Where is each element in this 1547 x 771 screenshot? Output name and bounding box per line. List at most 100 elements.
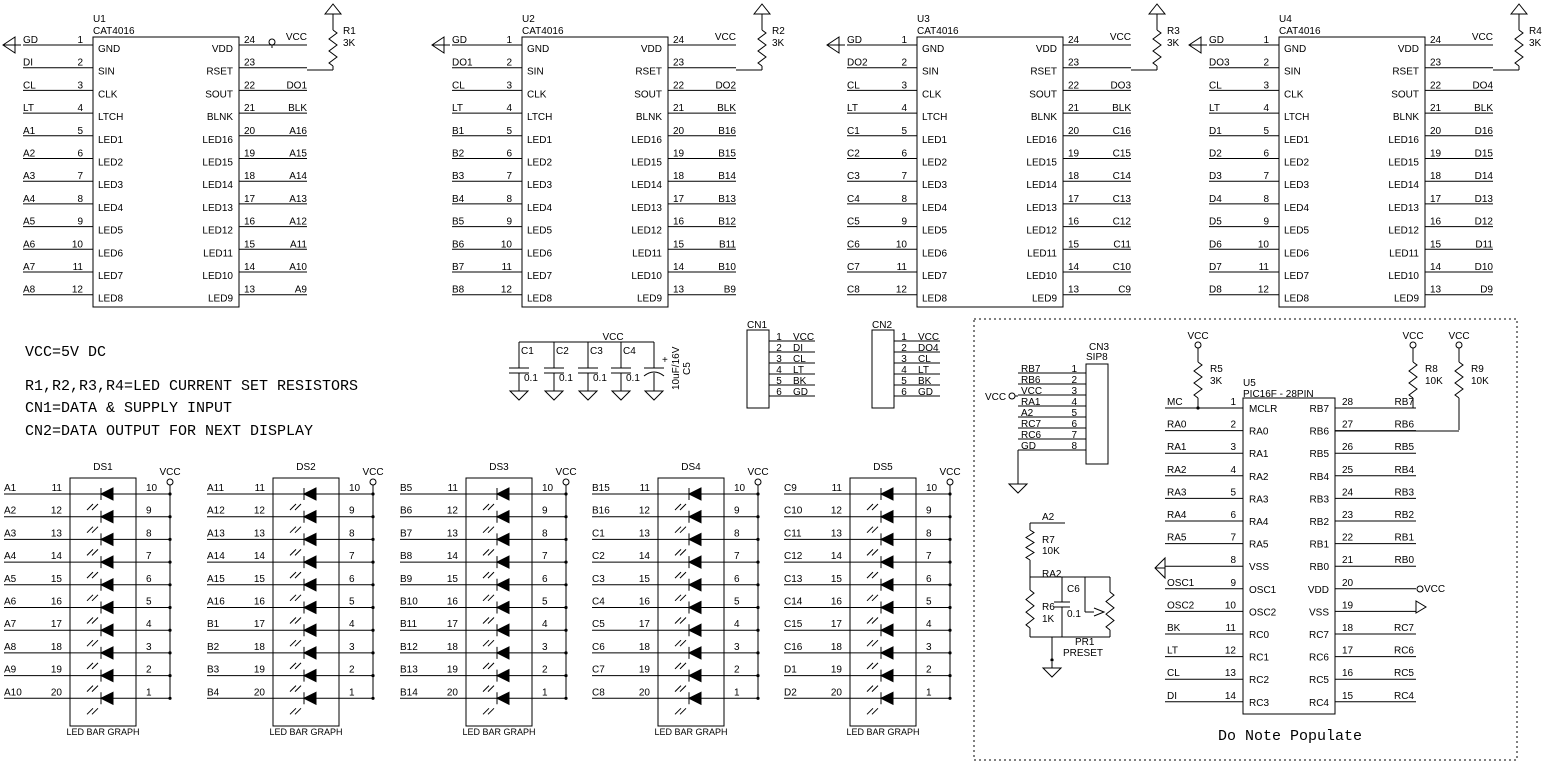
driver-right-net: DO1: [286, 80, 307, 91]
mcu-right-pin-num: 25: [1342, 465, 1354, 476]
led-emission-icon: [674, 662, 687, 670]
led-icon: [99, 668, 114, 683]
ground-icon: [508, 385, 530, 401]
junction-dot: [564, 492, 568, 496]
mcu-right-pin-num: 22: [1342, 533, 1354, 544]
driver-left-pin-name: CLK: [98, 89, 118, 100]
driver-right-pin-name: LED12: [1026, 226, 1057, 237]
driver-left-net: D1: [1209, 126, 1222, 137]
driver-right-pin-name: SOUT: [634, 89, 662, 100]
driver-right-net: B15: [718, 149, 736, 160]
driver-left-pin-name: LED4: [1284, 203, 1309, 214]
driver-left-net: C1: [847, 126, 860, 137]
driver-right-pin-num: 13: [1430, 285, 1442, 296]
led-emission-icon: [866, 685, 879, 692]
bargraph-pin-num: 14: [639, 551, 651, 562]
note-cn1: CN1=DATA & SUPPLY INPUT: [25, 400, 232, 417]
led-icon: [495, 646, 510, 660]
junction-dot: [756, 492, 760, 496]
bargraph-pin-num: 19: [254, 665, 266, 676]
bargraph-pin-num: 14: [51, 551, 63, 562]
driver-right-pin-name: LED11: [1027, 248, 1057, 259]
driver-left-pin-num: 12: [1258, 285, 1270, 296]
driver-left-pin-num: 1: [77, 35, 83, 46]
pullup-ref: R9: [1471, 364, 1484, 375]
bargraph-net: C14: [784, 597, 803, 608]
bargraph-pin-num: 20: [51, 687, 63, 698]
junction-dot: [371, 696, 375, 700]
pullup-resistor: [1408, 361, 1418, 399]
mcu-left-net: RA4: [1167, 510, 1187, 521]
divider-preset: [1105, 591, 1115, 631]
bargraph-net: C5: [592, 619, 605, 630]
connector-net: LT: [793, 365, 804, 376]
junction-dot: [564, 605, 568, 610]
connector-body: [1085, 363, 1109, 465]
driver-left-pin-name: LTCH: [527, 112, 552, 123]
driver-right-pin-num: 23: [1430, 58, 1442, 69]
led-emission-icon: [289, 503, 302, 511]
bargraph-pin-num: 3: [349, 642, 355, 653]
mcu-left-pin-name: RC3: [1249, 698, 1269, 709]
bargraph-net: C8: [592, 687, 605, 698]
mcu-left-net: LT: [1167, 646, 1178, 657]
led-icon: [879, 509, 894, 524]
driver-right-pin-name: BLNK: [207, 112, 233, 123]
connector-pin-num: 1: [901, 332, 907, 343]
ground-icon: [610, 385, 632, 401]
led-emission-icon: [86, 707, 99, 715]
bargraph-net: A14: [207, 551, 225, 562]
driver-left-pin-name: LED3: [98, 180, 123, 191]
driver-right-pin-num: 20: [1430, 126, 1442, 137]
bargraph-net: A3: [4, 528, 17, 539]
mcu-right-net: RB1: [1395, 533, 1415, 544]
connector-pin-num: 2: [776, 343, 782, 354]
dnp-label: Do Note Populate: [1218, 728, 1362, 745]
mcu-left-pin-name: RA5: [1249, 540, 1269, 551]
junction-dot: [168, 651, 172, 655]
connector-pin-num: 4: [901, 365, 907, 376]
bargraph-vcc-label: VCC: [555, 467, 576, 478]
driver-left-pin-num: 3: [77, 80, 83, 91]
bargraph-vcc-label: VCC: [362, 467, 383, 478]
junction-dot: [948, 515, 952, 519]
bargraph-pin-num: 11: [255, 483, 266, 494]
connector-net: RC6: [1021, 430, 1041, 441]
led-icon: [687, 509, 702, 524]
pullup-ref: R8: [1425, 364, 1438, 375]
driver-right-net: B10: [718, 262, 736, 273]
bargraph-net: A4: [4, 551, 17, 562]
driver-right-pin-num: 23: [1068, 58, 1080, 69]
junction-dot: [564, 537, 568, 542]
junction-dot: [371, 583, 375, 587]
driver-left-pin-name: LED1: [1284, 135, 1309, 146]
bargraph-pin-num: 3: [926, 642, 932, 653]
ground-arrow-icon: [1154, 556, 1166, 580]
driver-right-pin-num: 15: [673, 239, 685, 250]
driver-right-pin-num: 14: [1430, 262, 1442, 273]
bargraph-net: B5: [400, 483, 413, 494]
bargraph-pin-num: 18: [831, 642, 843, 653]
driver-left-pin-name: LED7: [527, 271, 552, 282]
led-emission-icon: [866, 526, 879, 534]
mcu-left-pin-name: RA3: [1249, 494, 1269, 505]
bargraph-pin-num: 18: [639, 642, 651, 653]
mcu-left-net: BK: [1167, 623, 1181, 634]
driver-right-pin-num: 16: [673, 217, 685, 228]
bargraph-net: B4: [207, 687, 220, 698]
bargraph-part: LED BAR GRAPH: [846, 727, 919, 737]
bargraph-pin-num: 15: [254, 574, 266, 585]
driver-left-net: A8: [23, 285, 36, 296]
driver-right-pin-name: LED10: [1388, 271, 1419, 282]
led-icon: [879, 577, 894, 592]
driver-right-pin-num: 22: [244, 80, 256, 91]
bargraph-pin-num: 7: [349, 551, 355, 562]
mcu-right-net: RB2: [1395, 510, 1415, 521]
led-icon: [687, 623, 702, 638]
connector-pin-num: 2: [901, 343, 907, 354]
driver-body: [92, 36, 240, 308]
bargraph-pin-num: 2: [542, 665, 548, 676]
